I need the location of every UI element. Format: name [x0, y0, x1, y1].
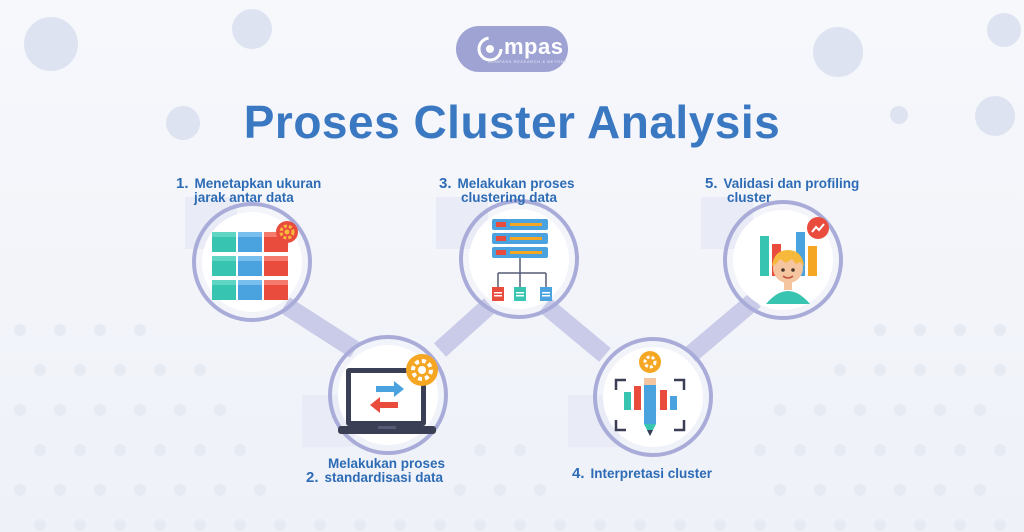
- step-5-text-line2: cluster: [727, 190, 772, 205]
- step-5-label: 5. Validasi dan profiling cluster: [705, 175, 860, 205]
- logo-subtext: COMPASS RESEARCH & BEYOND: [488, 59, 568, 64]
- step-4-number: 4.: [572, 465, 585, 482]
- step-3-label: 3. Melakukan proses clustering data: [439, 175, 575, 205]
- step-2-text-line2: standardisasi data: [324, 470, 444, 485]
- step-4-ring: [593, 337, 713, 457]
- step-1-text-line1: Menetapkan ukuran: [194, 176, 322, 191]
- step-1-label: 1. Menetapkan ukuran jarak antar data: [176, 175, 322, 205]
- server-tree-icon: [492, 219, 552, 301]
- step-2-number: 2.: [306, 469, 319, 486]
- step-4-text-line1: Interpretasi cluster: [590, 466, 713, 481]
- step-1-text-line2: jarak antar data: [194, 190, 294, 205]
- step-4-label: 4. Interpretasi cluster: [572, 465, 713, 482]
- cubes-icon: [212, 221, 298, 300]
- step-5-number: 5.: [705, 175, 718, 192]
- laptop-arrows-icon: [338, 354, 438, 434]
- step-5-text-line1: Validasi dan profiling: [723, 176, 860, 191]
- profiling-chart-icon: [760, 217, 829, 304]
- step-2-text-line1: Melakukan proses: [328, 456, 446, 471]
- step-5-ring: [723, 200, 843, 320]
- logo-compass-icon: [477, 36, 503, 62]
- step-2-ring: [328, 335, 448, 455]
- step-1-ring: [192, 202, 312, 322]
- step-2-label: Melakukan proses 2. standardisasi data: [306, 456, 446, 486]
- logo-text: mpas: [504, 34, 564, 59]
- logo-badge: [456, 26, 568, 72]
- step-3-text-line2: clustering data: [461, 190, 558, 205]
- analysis-pen-icon: [614, 351, 686, 436]
- step-3-ring: [459, 199, 579, 319]
- page-title: Proses Cluster Analysis: [243, 96, 781, 148]
- step-3-text-line1: Melakukan proses: [457, 176, 575, 191]
- step-1-number: 1.: [176, 175, 189, 192]
- step-3-number: 3.: [439, 175, 452, 192]
